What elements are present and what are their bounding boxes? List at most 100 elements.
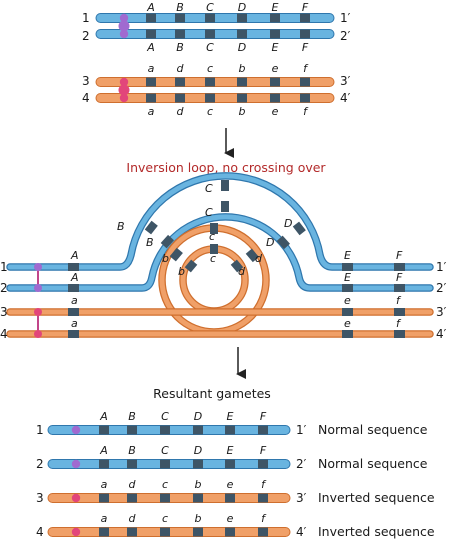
top-3-band-5 [300, 77, 310, 87]
orange-loop-outer [159, 225, 269, 335]
band-E-2 [342, 284, 353, 292]
top-3-band-4 [270, 77, 280, 87]
gamete-label-right: 2′ [296, 457, 307, 471]
gamete-gene: F [260, 444, 267, 457]
top-chromatid-2-centromere [119, 29, 129, 39]
band-b-orange-outer [169, 247, 183, 262]
centromere-strand-3 [34, 308, 42, 316]
top-2-band-2 [205, 29, 215, 39]
mid-gene-f-3: f [396, 294, 402, 307]
gamete-sequence-note: Inverted sequence [318, 490, 435, 505]
top-chromatid-4-centromere [119, 93, 129, 103]
gamete-gene: c [162, 512, 168, 525]
top-3-band-0 [146, 77, 156, 87]
top-inv-below-gene-3: b [239, 105, 246, 118]
gamete-2-band-0 [99, 459, 109, 469]
mid-gene-e-4: e [344, 317, 351, 330]
mid-gene-F-2: F [396, 271, 403, 284]
top-normal-chromatids [95, 13, 335, 39]
gamete-gene: C [161, 444, 169, 457]
gamete-4-band-2 [160, 527, 170, 537]
gamete-sequence-note: Normal sequence [318, 422, 428, 437]
top-label-1: 1 [82, 11, 90, 25]
gamete-4-band-0 [99, 527, 109, 537]
top-inv-above-gene-2: c [207, 62, 213, 75]
gamete-label-left: 3 [36, 491, 44, 505]
mid-gene-A-2: A [70, 271, 79, 284]
gamete-1-band-0 [99, 425, 109, 435]
gamete-chromatid-centromere [71, 459, 81, 469]
gamete-gene: b [195, 478, 202, 491]
gamete-gene: A [99, 444, 108, 457]
gamete-1-band-3 [193, 425, 203, 435]
mid-gene-f-4: f [396, 317, 402, 330]
band-F-2 [394, 284, 405, 292]
top-above-gene-4: E [272, 1, 279, 14]
band-C-inner [221, 201, 229, 212]
gamete-sequence-note: Inverted sequence [318, 524, 435, 539]
mid-gene-b-orange-inner: b [178, 265, 185, 278]
top-1-band-5 [300, 13, 310, 23]
mid-label-3prime: 3′ [436, 305, 447, 319]
mid-label-1prime: 1′ [436, 260, 447, 274]
inversion-loop-title: Inversion loop, no crossing over [126, 160, 326, 175]
mid-gene-d-orange-inner: d [238, 265, 246, 278]
inversion-loop-figure: 1 2 3 4 1′ 2′ 3′ 4′ A A a a E E e e F F … [0, 172, 447, 341]
top-inverted-chromatids [95, 77, 335, 103]
gamete-chromatid-centromere [71, 527, 81, 537]
gamete-gene: b [195, 512, 202, 525]
gamete-1-band-2 [160, 425, 170, 435]
top-inv-below-gene-0: a [148, 105, 155, 118]
gamete-label-right: 1′ [296, 423, 307, 437]
mid-label-4: 4 [0, 327, 8, 341]
mid-gene-D-outer: D [284, 217, 292, 230]
top-4-band-0 [146, 93, 156, 103]
mid-gene-b-orange-outer: b [162, 252, 169, 265]
mid-label-1: 1 [0, 260, 8, 274]
gamete-3-band-0 [99, 493, 109, 503]
top-above-gene-3: D [238, 1, 246, 14]
mid-label-4prime: 4′ [436, 327, 447, 341]
band-C-outer [221, 180, 229, 191]
gamete-gene: a [101, 478, 108, 491]
gamete-chromatid-centromere [71, 425, 81, 435]
gamete-gene: C [161, 410, 169, 423]
gamete-2-band-1 [127, 459, 137, 469]
gamete-gene: f [261, 512, 267, 525]
mid-gene-B-outer: B [117, 220, 125, 233]
top-below-gene-2: C [206, 41, 214, 54]
top-3-band-3 [237, 77, 247, 87]
gamete-gene: f [261, 478, 267, 491]
gamete-gene: D [194, 410, 202, 423]
band-e-3 [342, 308, 353, 316]
top-below-gene-1: B [176, 41, 184, 54]
mid-gene-C-inner: C [205, 206, 213, 219]
middle-bands [68, 263, 405, 338]
top-above-gene-2: C [206, 1, 214, 14]
band-A-1 [68, 263, 79, 271]
gamete-3-band-4 [225, 493, 235, 503]
gamete-gene: B [128, 444, 136, 457]
mid-label-3: 3 [0, 305, 8, 319]
centromere-strand-4 [34, 330, 42, 338]
band-f-4 [394, 330, 405, 338]
band-c-orange-outer [210, 223, 218, 234]
mid-gene-e-3: e [344, 294, 351, 307]
top-4-band-1 [175, 93, 185, 103]
band-a-3 [68, 308, 79, 316]
gamete-2-band-3 [193, 459, 203, 469]
gamete-chromatid-centromere [71, 493, 81, 503]
band-f-3 [394, 308, 405, 316]
top-inv-below-gene-1: d [177, 105, 185, 118]
gamete-gene: c [162, 478, 168, 491]
gamete-4-band-1 [127, 527, 137, 537]
mid-gene-E-1: E [344, 249, 351, 262]
top-4-band-4 [270, 93, 280, 103]
